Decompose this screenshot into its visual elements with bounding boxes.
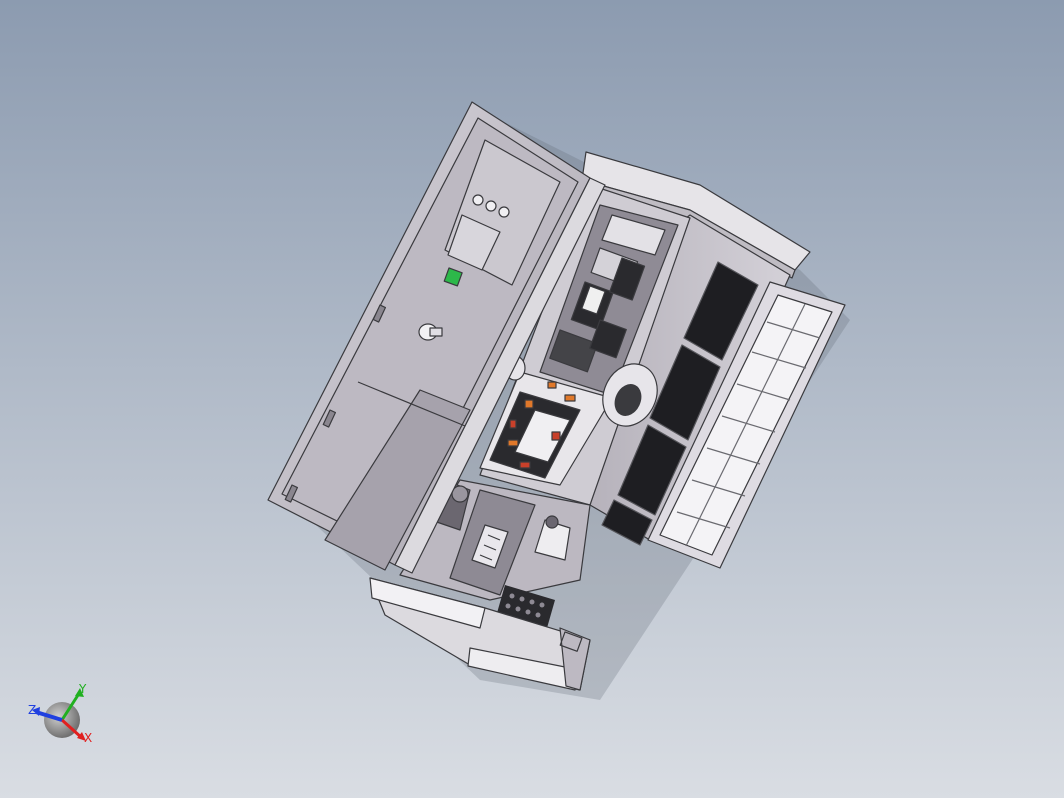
triad-z-axis	[35, 710, 63, 722]
triad-z-label: Z	[28, 703, 36, 717]
door-hinges	[284, 304, 387, 503]
door-status-indicator	[443, 267, 463, 287]
right-door-filter-grid	[676, 303, 821, 547]
triad-y-label: Y	[78, 682, 87, 696]
orientation-triad: X Y Z	[28, 682, 92, 745]
side-vent-panels	[601, 261, 759, 546]
triad-x-label: X	[84, 731, 92, 745]
door-indicator-lights	[472, 194, 510, 218]
door-handle[interactable]	[418, 323, 443, 341]
funnel-right	[534, 519, 571, 561]
door-lower-panel	[324, 389, 471, 571]
terminal-block-assembly	[489, 381, 581, 479]
upper-components	[549, 214, 666, 373]
cabinet-model[interactable]	[267, 101, 850, 700]
triad-x-axis	[60, 718, 84, 740]
triad-y-axis	[60, 691, 82, 721]
